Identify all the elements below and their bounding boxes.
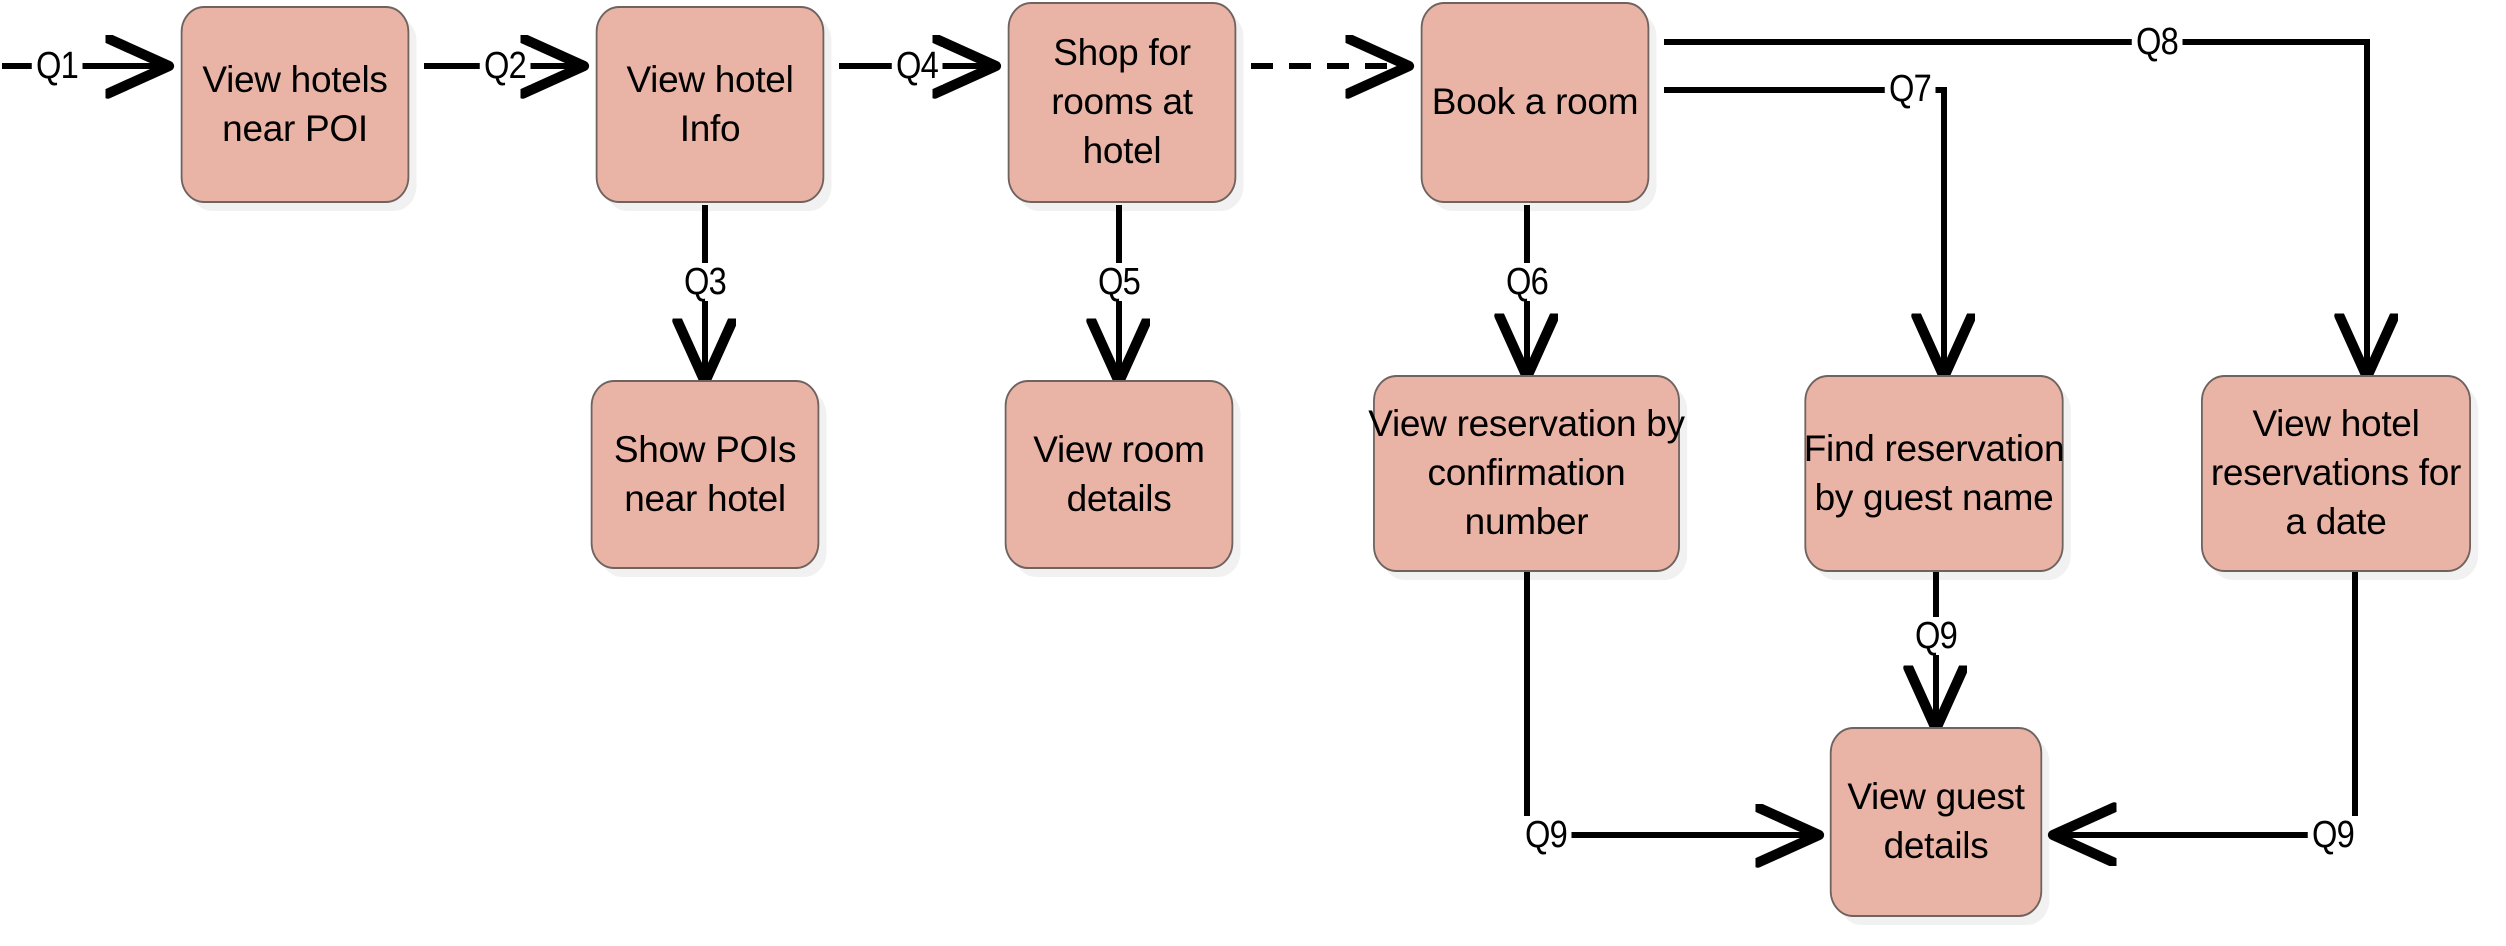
node-label: View guest details — [1847, 776, 2025, 866]
node-show-pois-near-hotel[interactable]: Show POIs near hotel — [590, 380, 820, 569]
edge-label-q6: Q6 — [1501, 263, 1553, 301]
node-label: View hotel Info — [626, 58, 794, 149]
edge-label-q8: Q8 — [2131, 23, 2183, 61]
node-view-hotel-reservations-for-a-date[interactable]: View hotel reservations for a date — [2201, 375, 2471, 572]
node-label: Shop for rooms at hotel — [1051, 32, 1193, 171]
node-view-hotel-info[interactable]: View hotel Info — [595, 6, 825, 203]
node-label: View hotels near POI — [202, 58, 388, 149]
node-label: Book a room — [1431, 81, 1639, 123]
edge-label-q4: Q4 — [891, 47, 943, 85]
edge-label-q9-center: Q9 — [1910, 617, 1962, 655]
edge-label-q9-left: Q9 — [1520, 816, 1572, 854]
node-view-room-details[interactable]: View room details — [1004, 380, 1234, 569]
edge-q9-left — [1524, 572, 1813, 835]
node-shop-for-rooms[interactable]: Shop for rooms at hotel — [1007, 2, 1237, 203]
edge-label-q1: Q1 — [31, 47, 83, 85]
edge-q8 — [1664, 39, 2367, 371]
edge-label-q5: Q5 — [1093, 263, 1145, 301]
node-book-a-room[interactable]: Book a room — [1420, 2, 1650, 203]
edge-label-q9-right: Q9 — [2307, 816, 2359, 854]
edge-q7 — [1664, 87, 1944, 371]
edge-q9-right — [2059, 572, 2358, 835]
edge-label-q2: Q2 — [479, 47, 531, 85]
node-view-reservation-by-confirmation-number[interactable]: View reservation by confirmation number — [1368, 375, 1685, 572]
node-view-hotels-near-poi[interactable]: View hotels near POI — [180, 6, 410, 203]
node-label: View room details — [1033, 428, 1205, 519]
node-view-guest-details[interactable]: View guest details — [1829, 727, 2043, 917]
edge-label-q3: Q3 — [679, 263, 731, 301]
node-label: View hotel reservations for a date — [2210, 403, 2462, 542]
edge-label-q7: Q7 — [1884, 70, 1936, 108]
node-label: Find reservation by guest name — [1803, 427, 2065, 518]
node-label: View reservation by confirmation number — [1368, 403, 1685, 542]
node-label: Show POIs near hotel — [613, 428, 797, 519]
node-find-reservation-by-guest-name[interactable]: Find reservation by guest name — [1803, 375, 2065, 572]
